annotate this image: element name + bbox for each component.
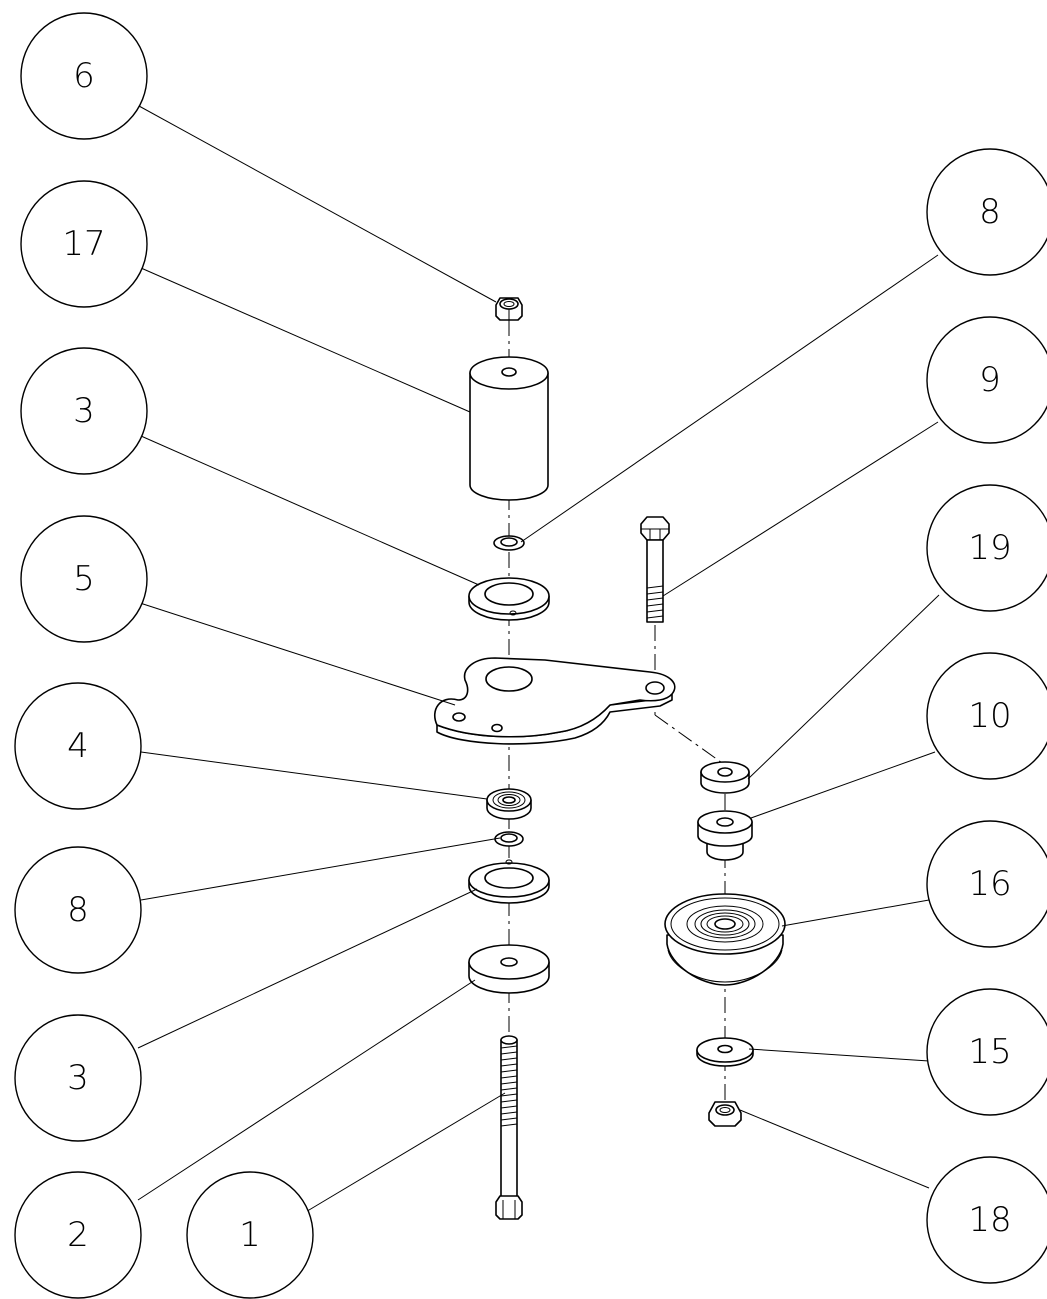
washer-part-15 — [696, 1037, 754, 1067]
callout-balloon-16: 16 — [926, 820, 1047, 948]
callout-label-9: 9 — [979, 360, 1001, 400]
callout-balloon-10: 10 — [926, 652, 1047, 780]
idler-arm-plate-part-5 — [433, 657, 676, 745]
callout-label-3-upper: 3 — [73, 391, 95, 431]
thick-washer-part-2 — [468, 944, 550, 994]
callout-label-15: 15 — [968, 1032, 1011, 1072]
thrust-washer-part-3-upper — [468, 577, 550, 621]
callout-label-4: 4 — [67, 726, 89, 766]
bearing-part-4 — [486, 788, 532, 820]
callout-balloon-8-lower: 8 — [14, 846, 142, 974]
callout-balloon-4: 4 — [14, 682, 142, 810]
small-washer-part-8-top — [493, 535, 525, 551]
flanged-bushing-part-10 — [697, 810, 753, 861]
callout-label-8-lower: 8 — [67, 890, 89, 930]
callout-balloon-3-upper: 3 — [20, 347, 148, 475]
callout-label-2: 2 — [67, 1215, 89, 1255]
callout-label-6: 6 — [73, 56, 95, 96]
callout-label-16: 16 — [968, 864, 1011, 904]
callout-balloon-17: 17 — [20, 180, 148, 308]
thrust-washer-part-3-lower — [468, 859, 550, 904]
callout-balloon-8-upper: 8 — [926, 148, 1047, 276]
callout-label-3-lower: 3 — [67, 1058, 89, 1098]
hex-bolt-part-9 — [640, 516, 670, 623]
callout-label-17: 17 — [62, 224, 105, 264]
callout-balloon-2: 2 — [14, 1171, 142, 1299]
long-bolt-part-1 — [495, 1035, 523, 1220]
callout-label-10: 10 — [968, 696, 1011, 736]
callout-balloon-1: 1 — [186, 1171, 314, 1299]
callout-balloon-6: 6 — [20, 12, 148, 140]
idler-pulley-part-16 — [664, 893, 786, 986]
spacer-tube-part-17 — [469, 356, 549, 501]
small-washer-part-8-lower — [494, 831, 524, 847]
spacer-bushing-part-19 — [700, 761, 750, 794]
callout-label-8-upper: 8 — [979, 192, 1001, 232]
callout-label-1: 1 — [239, 1215, 261, 1255]
callout-balloon-3-lower: 3 — [14, 1014, 142, 1142]
callout-balloon-9: 9 — [926, 316, 1047, 444]
callout-label-18: 18 — [968, 1200, 1011, 1240]
flange-nut-part-6 — [495, 297, 523, 321]
leader-lines — [137, 105, 940, 1214]
callout-label-19: 19 — [968, 528, 1011, 568]
callout-balloon-15: 15 — [926, 988, 1047, 1116]
callout-balloon-19: 19 — [926, 484, 1047, 612]
flange-nut-part-18 — [708, 1101, 742, 1127]
callout-label-5: 5 — [73, 559, 95, 599]
callout-balloon-18: 18 — [926, 1156, 1047, 1284]
callout-balloon-5: 5 — [20, 515, 148, 643]
